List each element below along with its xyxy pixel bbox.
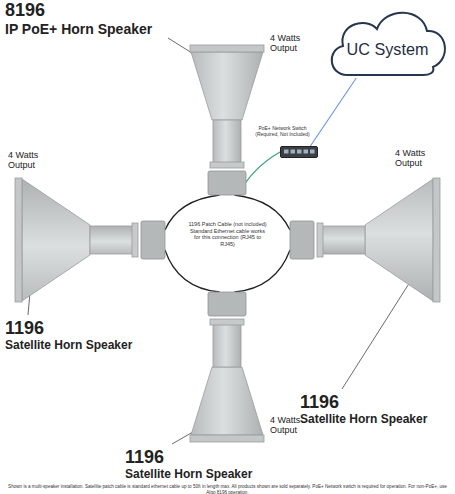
cable-connector	[234, 250, 290, 292]
cable-connector	[310, 78, 356, 146]
cable-note: 1196 Patch Cable (not included) Standard…	[186, 221, 269, 247]
horn-outline	[190, 292, 264, 442]
output-label: 4 Watts Output	[270, 415, 312, 436]
cloud-label: UC System	[325, 40, 450, 59]
cloud-system: UC System	[325, 5, 450, 78]
ip-horn-speaker: 8196IP PoE+ Horn Speaker4 Watts Output	[190, 45, 264, 195]
switch-body	[280, 146, 318, 158]
output-label: 4 Watts Output	[395, 148, 437, 169]
node-label: Satellite Horn Speaker	[125, 468, 252, 482]
node-label: PoE+ Network Switch (Required, Not Inclu…	[255, 126, 310, 138]
satellite-horn-speaker: 1196Satellite Horn Speaker4 Watts Output	[290, 178, 440, 302]
horn-outline	[290, 178, 440, 302]
node-label: IP PoE+ Horn Speaker	[5, 21, 152, 37]
model-number: 8196	[5, 0, 45, 21]
node-label: Satellite Horn Speaker	[5, 339, 132, 353]
node-label: Satellite Horn Speaker	[300, 413, 427, 427]
footnote: Shown is a multi-speaker installation. S…	[5, 484, 450, 494]
satellite-horn-speaker: 1196Satellite Horn Speaker4 Watts Output	[15, 178, 165, 302]
horn-outline	[190, 45, 264, 195]
model-number: 1196	[5, 318, 44, 339]
model-number: 1196	[125, 447, 164, 468]
leader-line	[342, 282, 410, 389]
network-switch: PoE+ Network Switch (Required, Not Inclu…	[280, 146, 318, 158]
horn-outline	[15, 178, 165, 302]
model-number: 1196	[300, 392, 339, 413]
output-label: 4 Watts Output	[270, 33, 312, 54]
output-label: 4 Watts Output	[8, 150, 50, 171]
cable-connector	[165, 250, 220, 292]
satellite-horn-speaker: 1196Satellite Horn Speaker4 Watts Output	[190, 292, 264, 442]
